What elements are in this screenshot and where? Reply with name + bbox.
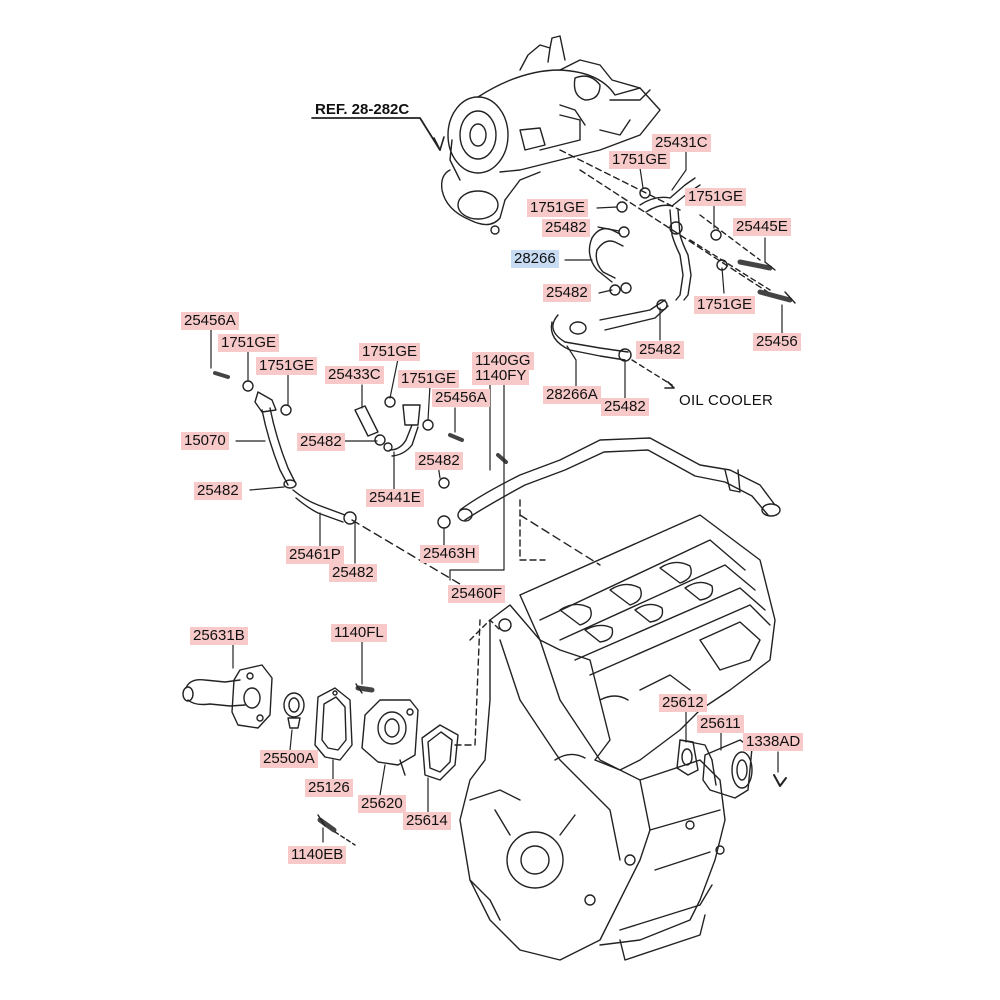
turbo-oil-pipes bbox=[616, 177, 796, 304]
part-label[interactable]: 25482 bbox=[415, 452, 463, 470]
part-label[interactable]: 1751GE bbox=[398, 370, 460, 388]
part-label[interactable]: 25460F bbox=[448, 585, 505, 603]
water-pipe-25460F bbox=[437, 437, 781, 561]
water-pipe-15070 bbox=[213, 371, 357, 525]
part-label[interactable]: 25463H bbox=[420, 545, 479, 563]
part-label-selected[interactable]: 28266 bbox=[511, 250, 559, 268]
part-label[interactable]: 25482 bbox=[636, 341, 684, 359]
part-label[interactable]: 25631B bbox=[190, 627, 248, 645]
part-label[interactable]: 15070 bbox=[181, 432, 229, 450]
fitting-25441E bbox=[354, 396, 464, 489]
part-label[interactable]: 1140GG bbox=[472, 352, 534, 370]
part-label[interactable]: 1751GE bbox=[609, 151, 671, 169]
ref-label: REF. 28-282C bbox=[315, 101, 410, 118]
part-label[interactable]: 25620 bbox=[358, 795, 406, 813]
part-label[interactable]: 25611 bbox=[697, 715, 744, 733]
part-label[interactable]: 1140EB bbox=[288, 846, 347, 864]
oil-cooler-label: OIL COOLER bbox=[679, 392, 774, 409]
engine-block bbox=[459, 514, 776, 961]
part-label[interactable]: 25456A bbox=[432, 389, 490, 407]
part-label[interactable]: 25482 bbox=[542, 219, 590, 237]
part-label[interactable]: 25126 bbox=[305, 779, 353, 797]
part-label[interactable]: 25433C bbox=[325, 366, 384, 384]
turbocharger-drawing bbox=[440, 35, 661, 235]
part-label[interactable]: 25482 bbox=[543, 284, 591, 302]
part-label[interactable]: 1751GE bbox=[256, 357, 318, 375]
part-label[interactable]: 1751GE bbox=[359, 343, 421, 361]
part-label[interactable]: 1140FL bbox=[331, 624, 387, 642]
part-label[interactable]: 1751GE bbox=[685, 188, 747, 206]
part-label[interactable]: 25456A bbox=[181, 312, 239, 330]
leader-lines bbox=[210, 150, 783, 843]
part-label[interactable]: 25482 bbox=[329, 564, 377, 582]
hose-28266 bbox=[588, 226, 632, 296]
water-outlet-group bbox=[676, 739, 787, 799]
part-label[interactable]: 25612 bbox=[659, 694, 707, 712]
part-label[interactable]: 25456 bbox=[753, 333, 801, 351]
part-label[interactable]: 25461P bbox=[286, 546, 344, 564]
thermostat-housing-group bbox=[182, 664, 459, 846]
part-label[interactable]: 25614 bbox=[403, 812, 451, 830]
part-label[interactable]: 25482 bbox=[601, 398, 649, 416]
part-label[interactable]: 25482 bbox=[194, 482, 242, 500]
part-label[interactable]: 1140FY bbox=[472, 367, 530, 385]
part-label[interactable]: 1751GE bbox=[218, 334, 280, 352]
part-label[interactable]: 25441E bbox=[366, 489, 424, 507]
part-label[interactable]: 28266A bbox=[543, 386, 601, 404]
part-label[interactable]: 25500A bbox=[260, 750, 318, 768]
part-label[interactable]: 25482 bbox=[297, 433, 345, 451]
part-label[interactable]: 1338AD bbox=[743, 733, 804, 751]
part-label[interactable]: 25431C bbox=[652, 134, 711, 152]
part-label[interactable]: 1751GE bbox=[694, 296, 756, 314]
part-label[interactable]: 1751GE bbox=[527, 199, 589, 217]
part-label[interactable]: 25445E bbox=[733, 218, 791, 236]
